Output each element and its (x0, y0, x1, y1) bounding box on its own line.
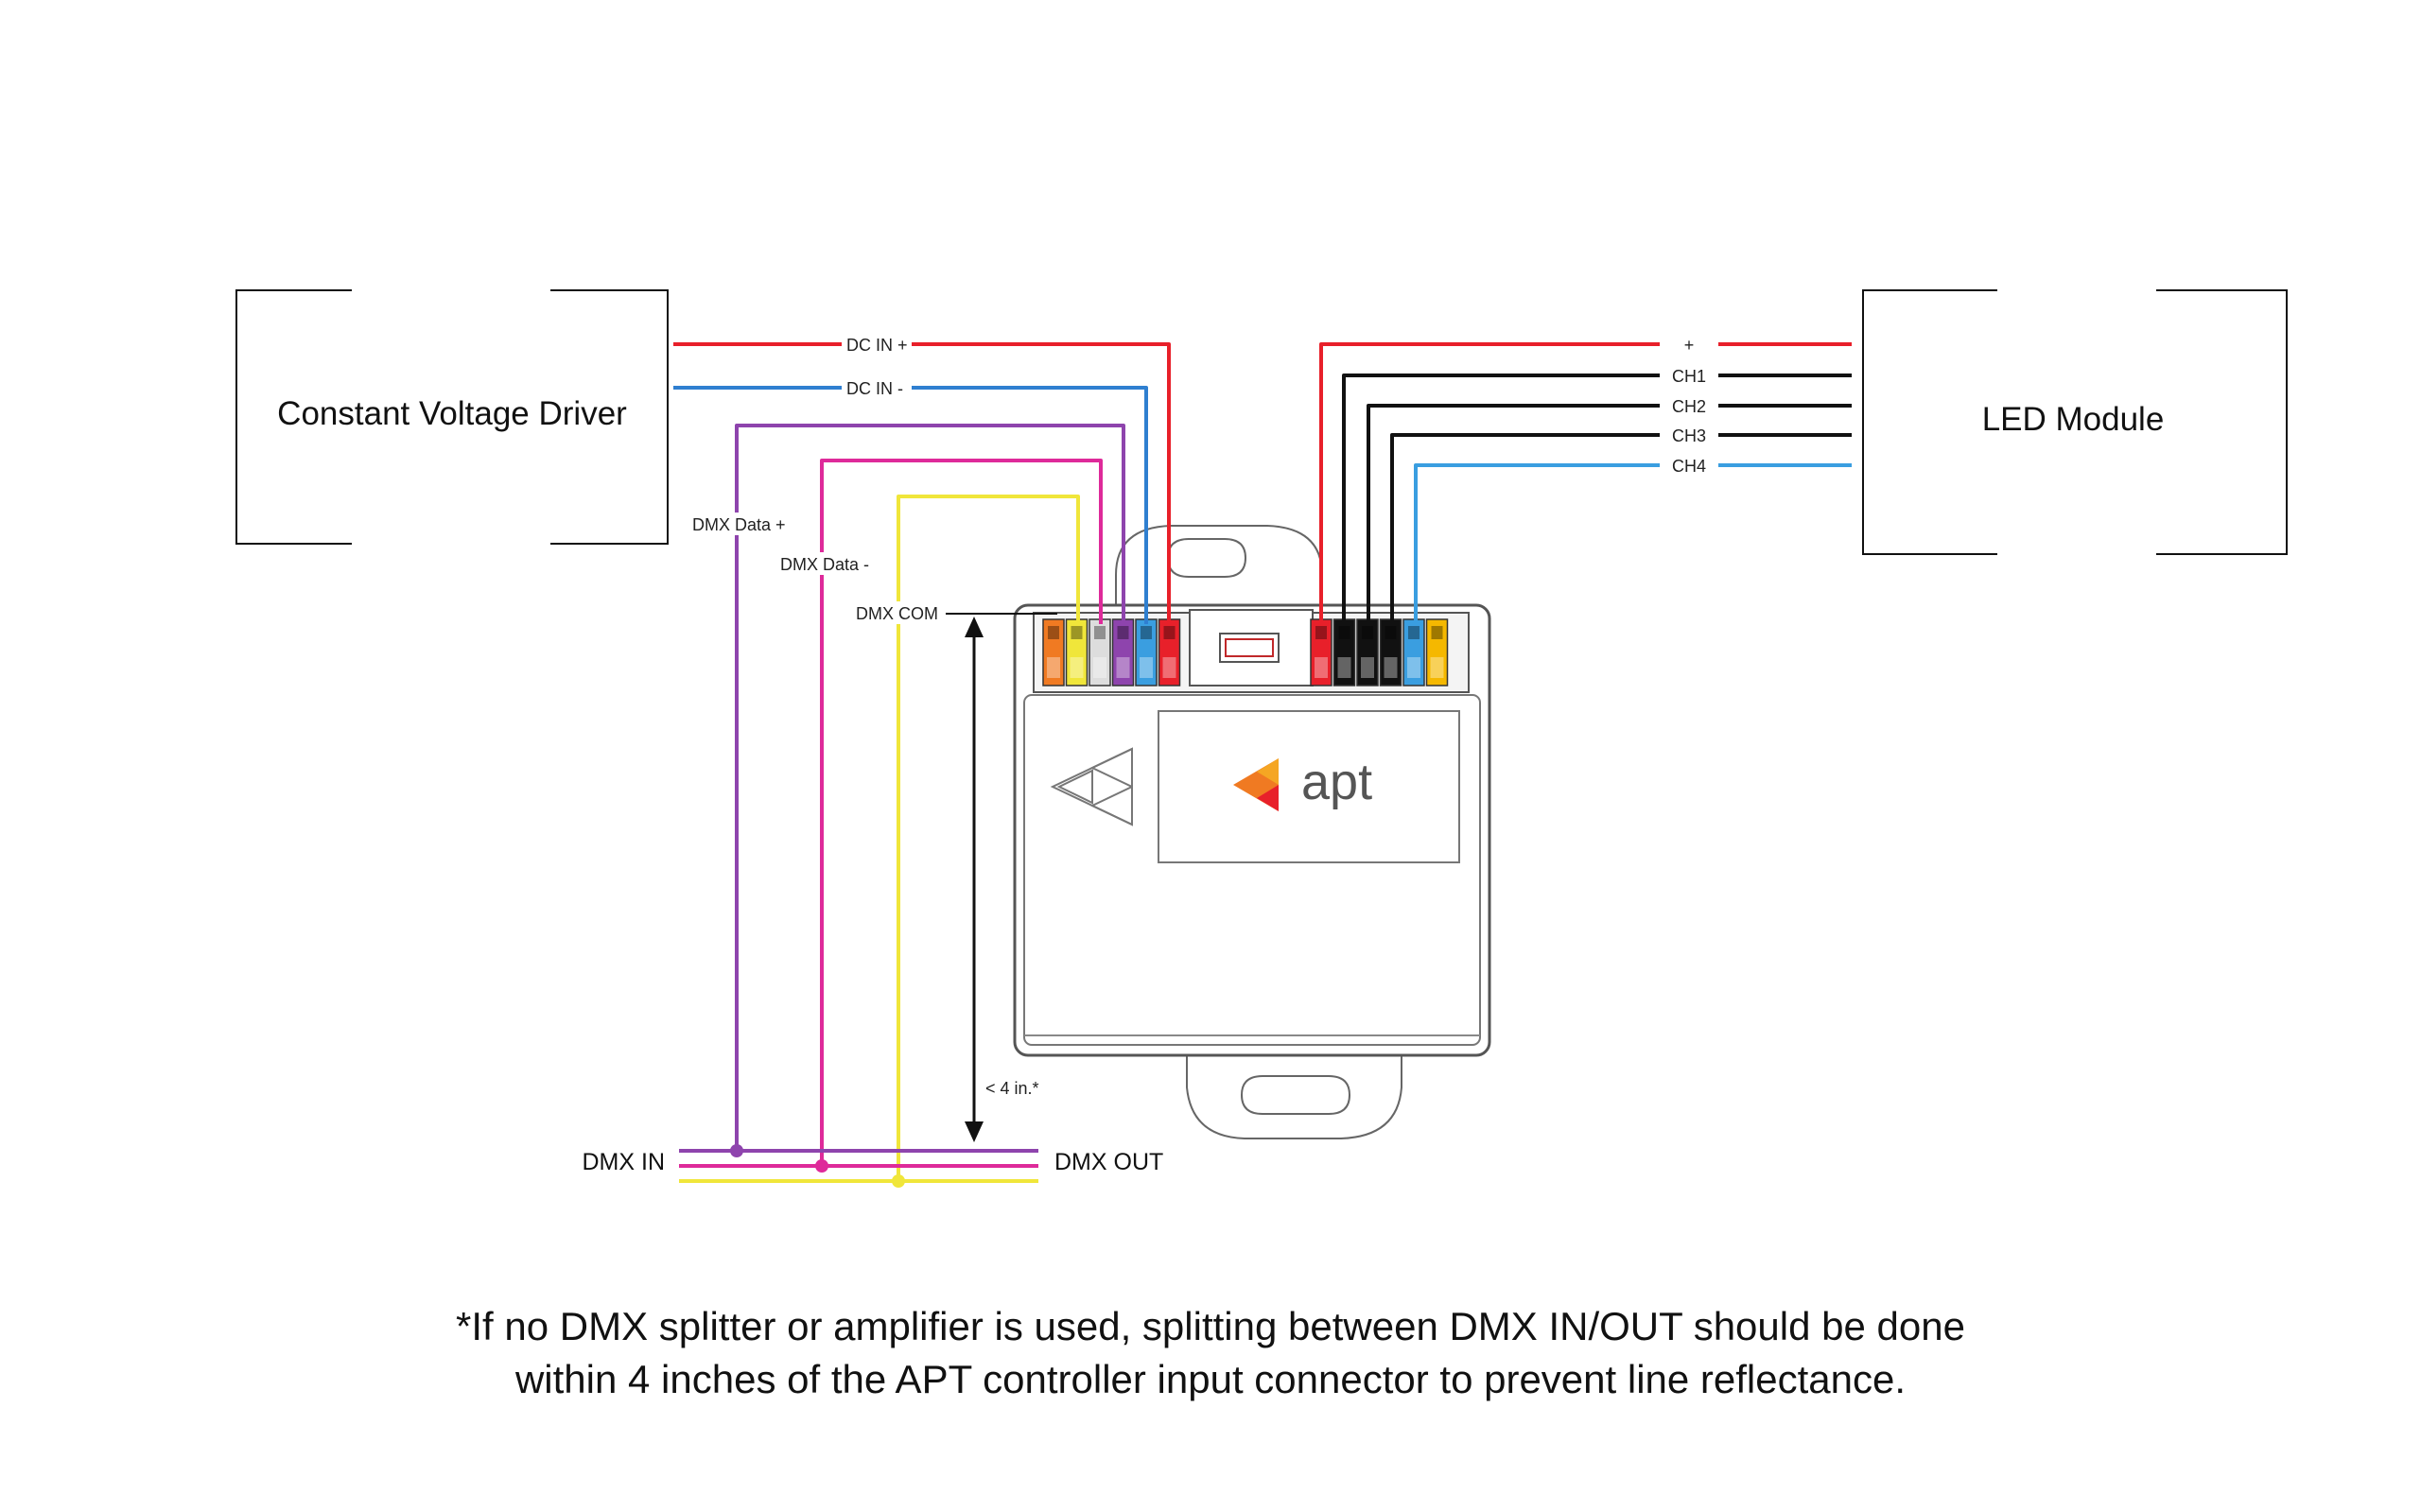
right-terminal-hole-5 (1408, 626, 1420, 639)
wire-ch4 (1414, 463, 1852, 624)
label-dmx-data-minus: DMX Data - (780, 555, 869, 574)
triangle-logo-icon (1050, 747, 1133, 826)
left-terminal-hole-4 (1117, 626, 1129, 639)
led-module-label: LED Module (1982, 401, 2165, 438)
right-terminal-latch-3 (1361, 657, 1374, 678)
left-terminal-latch-2 (1070, 657, 1084, 678)
footnote-line-2: within 4 inches of the APT controller in… (514, 1357, 1906, 1401)
right-terminal-latch-4 (1384, 657, 1398, 678)
junction-dmx-data-plus (730, 1144, 743, 1157)
right-terminal-latch-1 (1315, 657, 1328, 678)
right-terminal-latch-6 (1430, 657, 1444, 678)
apt-controller: apt (1013, 525, 1491, 1139)
right-terminal-hole-2 (1338, 626, 1350, 639)
label-ch2: CH2 (1672, 397, 1706, 416)
wire-dc-in-plus (673, 342, 1171, 624)
wire-dmx-com (897, 495, 1080, 1181)
label-dc-in-minus: DC IN - (846, 379, 903, 398)
right-wiring (1319, 342, 1852, 624)
right-terminal-hole-4 (1385, 626, 1397, 639)
wire-plus (1319, 342, 1852, 624)
wire-ch2 (1367, 404, 1852, 624)
footnote-line-1: *If no DMX splitter or amplifier is used… (456, 1304, 1965, 1348)
left-wire-labels: DC IN + DC IN - DMX Data + DMX Data - DM… (690, 333, 943, 624)
junction-dmx-com (892, 1174, 905, 1188)
left-terminal-latch-5 (1140, 657, 1153, 678)
dmx-bus: DMX IN DMX OUT (583, 1144, 1163, 1188)
right-terminal-latch-2 (1337, 657, 1351, 678)
left-terminal-latch-3 (1093, 657, 1106, 678)
left-terminal-hole-1 (1048, 626, 1059, 639)
right-terminal-hole-3 (1362, 626, 1373, 639)
right-wire-labels: + CH1 CH2 CH3 CH4 (1660, 333, 1718, 477)
label-dc-in-plus: DC IN + (846, 336, 908, 355)
left-terminal-block (1042, 618, 1181, 686)
right-terminal-6 (1425, 618, 1449, 686)
apt-logo-text: apt (1301, 754, 1372, 810)
right-terminal-latch-5 (1407, 657, 1420, 678)
footnote: *If no DMX splitter or amplifier is used… (456, 1304, 1965, 1401)
left-terminal-hole-5 (1141, 626, 1152, 639)
left-terminal-latch-1 (1047, 657, 1060, 678)
right-terminal-hole-6 (1431, 626, 1443, 639)
label-dmx-data-plus: DMX Data + (692, 515, 786, 534)
right-terminal-block (1310, 618, 1449, 686)
junction-dmx-data-minus (815, 1159, 828, 1173)
distance-dimension: < 4 in.* (965, 617, 1039, 1142)
label-plus: + (1684, 336, 1695, 355)
label-dmx-com: DMX COM (856, 604, 938, 623)
left-terminal-1 (1042, 618, 1065, 686)
right-terminal-hole-1 (1315, 626, 1327, 639)
left-wiring (673, 342, 1171, 1181)
left-terminal-hole-2 (1071, 626, 1083, 639)
left-terminal-hole-6 (1163, 626, 1176, 639)
led-module: LED Module (1862, 289, 2288, 555)
wire-dc-in-minus (673, 386, 1148, 624)
label-ch3: CH3 (1672, 426, 1706, 445)
label-ch4: CH4 (1672, 457, 1706, 476)
distance-label: < 4 in.* (985, 1079, 1039, 1098)
constant-voltage-driver: Constant Voltage Driver (235, 289, 669, 545)
wire-dmx-data-minus (820, 459, 1103, 1166)
dmx-out-label: DMX OUT (1054, 1149, 1163, 1175)
wire-dmx-data-plus (735, 424, 1125, 1151)
left-terminal-latch-4 (1116, 657, 1130, 678)
left-terminal-latch-6 (1162, 657, 1176, 678)
label-ch1: CH1 (1672, 367, 1706, 386)
dmx-in-label: DMX IN (583, 1149, 666, 1175)
wire-ch1 (1342, 374, 1852, 624)
left-terminal-hole-3 (1094, 626, 1106, 639)
driver-label: Constant Voltage Driver (277, 395, 627, 432)
